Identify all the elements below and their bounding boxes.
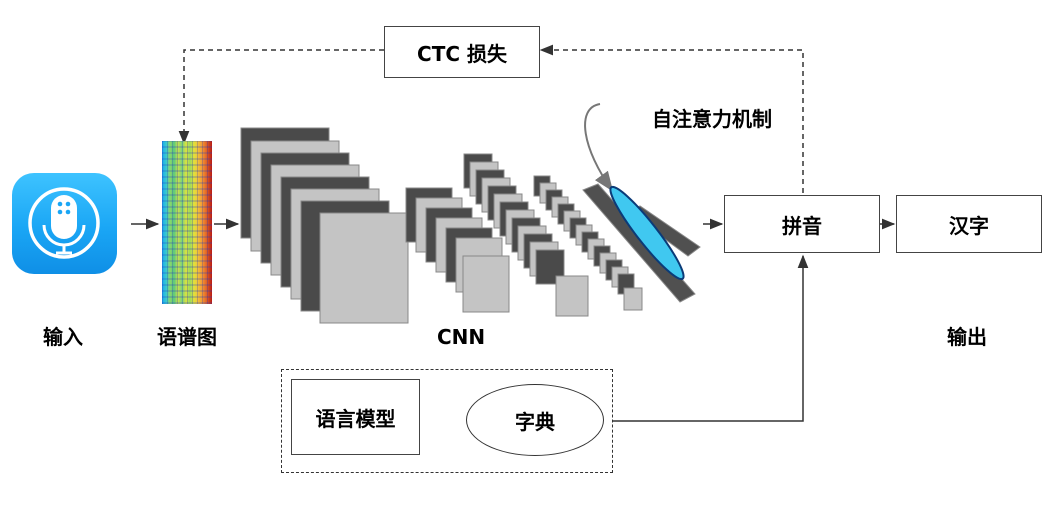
pinyin-to-ctc-loss-arrow [539, 44, 804, 193]
dictionary-to-pinyin-arrow [613, 254, 809, 422]
spectrogram-image [162, 141, 212, 304]
hanzi-label: 汉字 [949, 213, 989, 238]
cnn-feature-maps-block-4 [533, 175, 643, 311]
dictionary-label: 字典 [515, 409, 555, 434]
spectrogram-label: 语谱图 [157, 325, 217, 349]
cnn-label: CNN [437, 325, 486, 349]
input-label: 输入 [43, 325, 83, 349]
ctc-loss-to-spectrogram-arrow [178, 49, 384, 145]
attention-arrow [584, 103, 614, 192]
hanzi-box: 汉字 [896, 195, 1042, 253]
microphone-icon [12, 173, 117, 274]
language-model-group [281, 369, 613, 473]
output-label: 输出 [947, 325, 987, 349]
language-model-box: 语言模型 [291, 379, 420, 455]
dictionary-ellipse: 字典 [466, 384, 604, 456]
cnn-feature-maps-block-1 [240, 127, 409, 324]
ctc-loss-label: CTC 损失 [417, 41, 507, 66]
language-model-label: 语言模型 [315, 406, 396, 431]
cnn-feature-maps-block-3 [463, 153, 589, 317]
attention-layer [582, 183, 701, 303]
ctc-loss-box: CTC 损失 [384, 26, 540, 78]
pinyin-label: 拼音 [782, 213, 822, 238]
cnn-feature-maps-block-2 [405, 187, 510, 313]
pinyin-box: 拼音 [724, 195, 880, 253]
attention-label: 自注意力机制 [652, 107, 772, 131]
